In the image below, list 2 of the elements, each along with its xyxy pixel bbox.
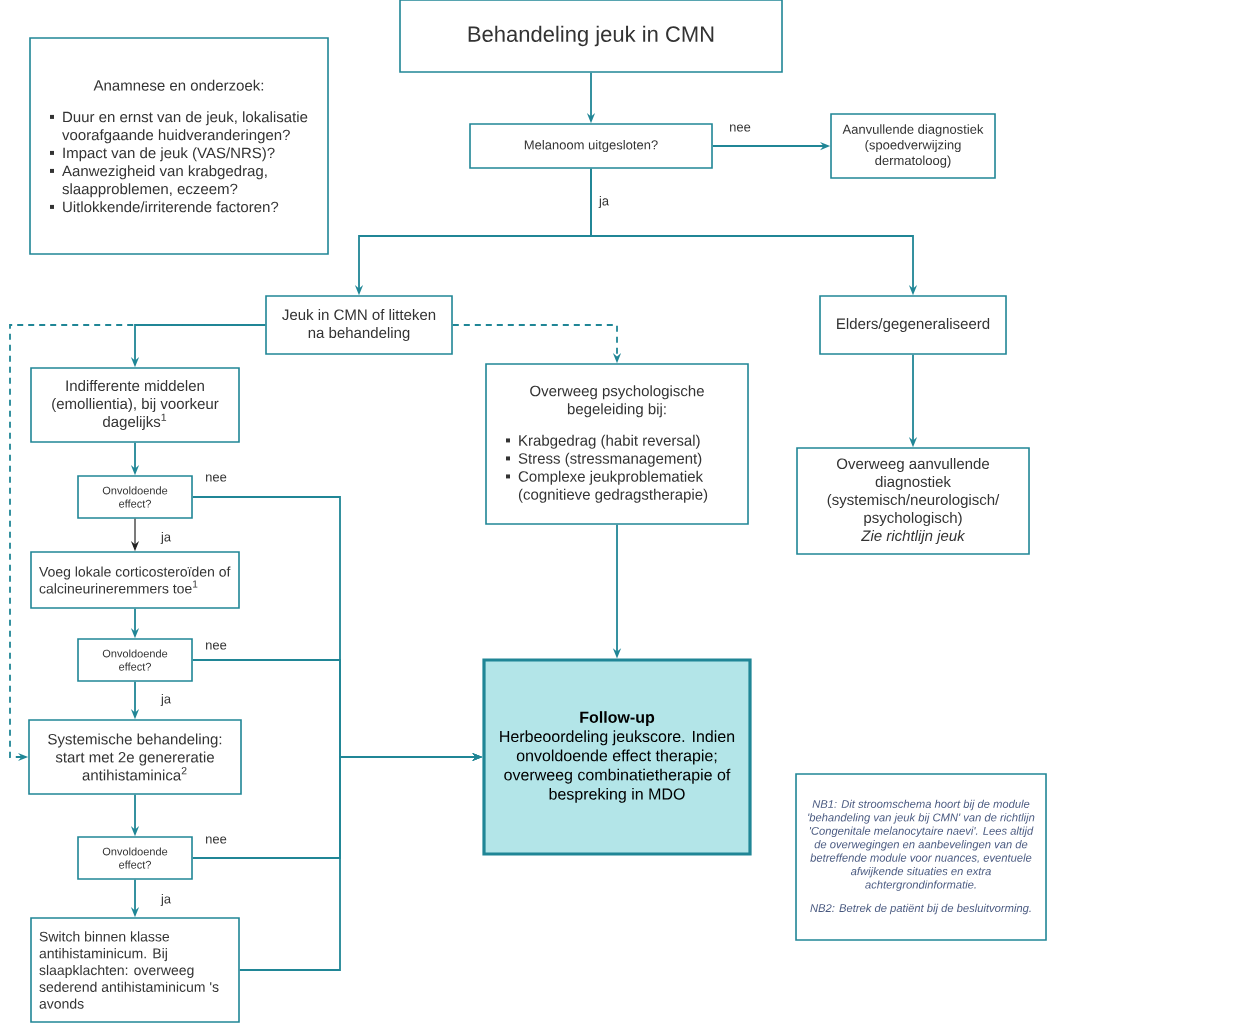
title-box: Behandeling jeuk in CMN [399,0,783,73]
follow-up-box: Follow-up Herbeoordeling jeukscore. Indien onvoldoende effect therapie; overweeg combinatietherapie of bespreking in MDO [482,658,752,856]
